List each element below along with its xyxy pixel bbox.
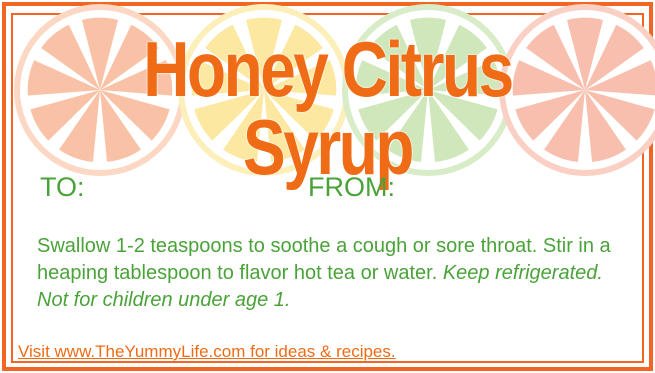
from-label: FROM: [308,172,395,202]
website-link[interactable]: Visit www.TheYummyLife.com for ideas & r… [18,342,396,361]
lime-slice-icon [342,4,514,176]
inner-border [11,13,644,363]
citrus-slices [14,4,655,176]
instructions-text: Swallow 1-2 teaspoons to soothe a cough … [37,233,637,314]
orange-slice-icon [14,4,186,176]
instructions-main: Swallow 1-2 teaspoons to soothe a cough … [37,235,611,284]
instructions-note: Keep refrigerated. Not for children unde… [37,262,603,311]
grapefruit-slice-icon [499,4,655,176]
label-title: Honey Citrus Syrup [143,25,514,191]
to-label: TO: [40,172,85,202]
lemon-slice-icon [178,4,350,176]
